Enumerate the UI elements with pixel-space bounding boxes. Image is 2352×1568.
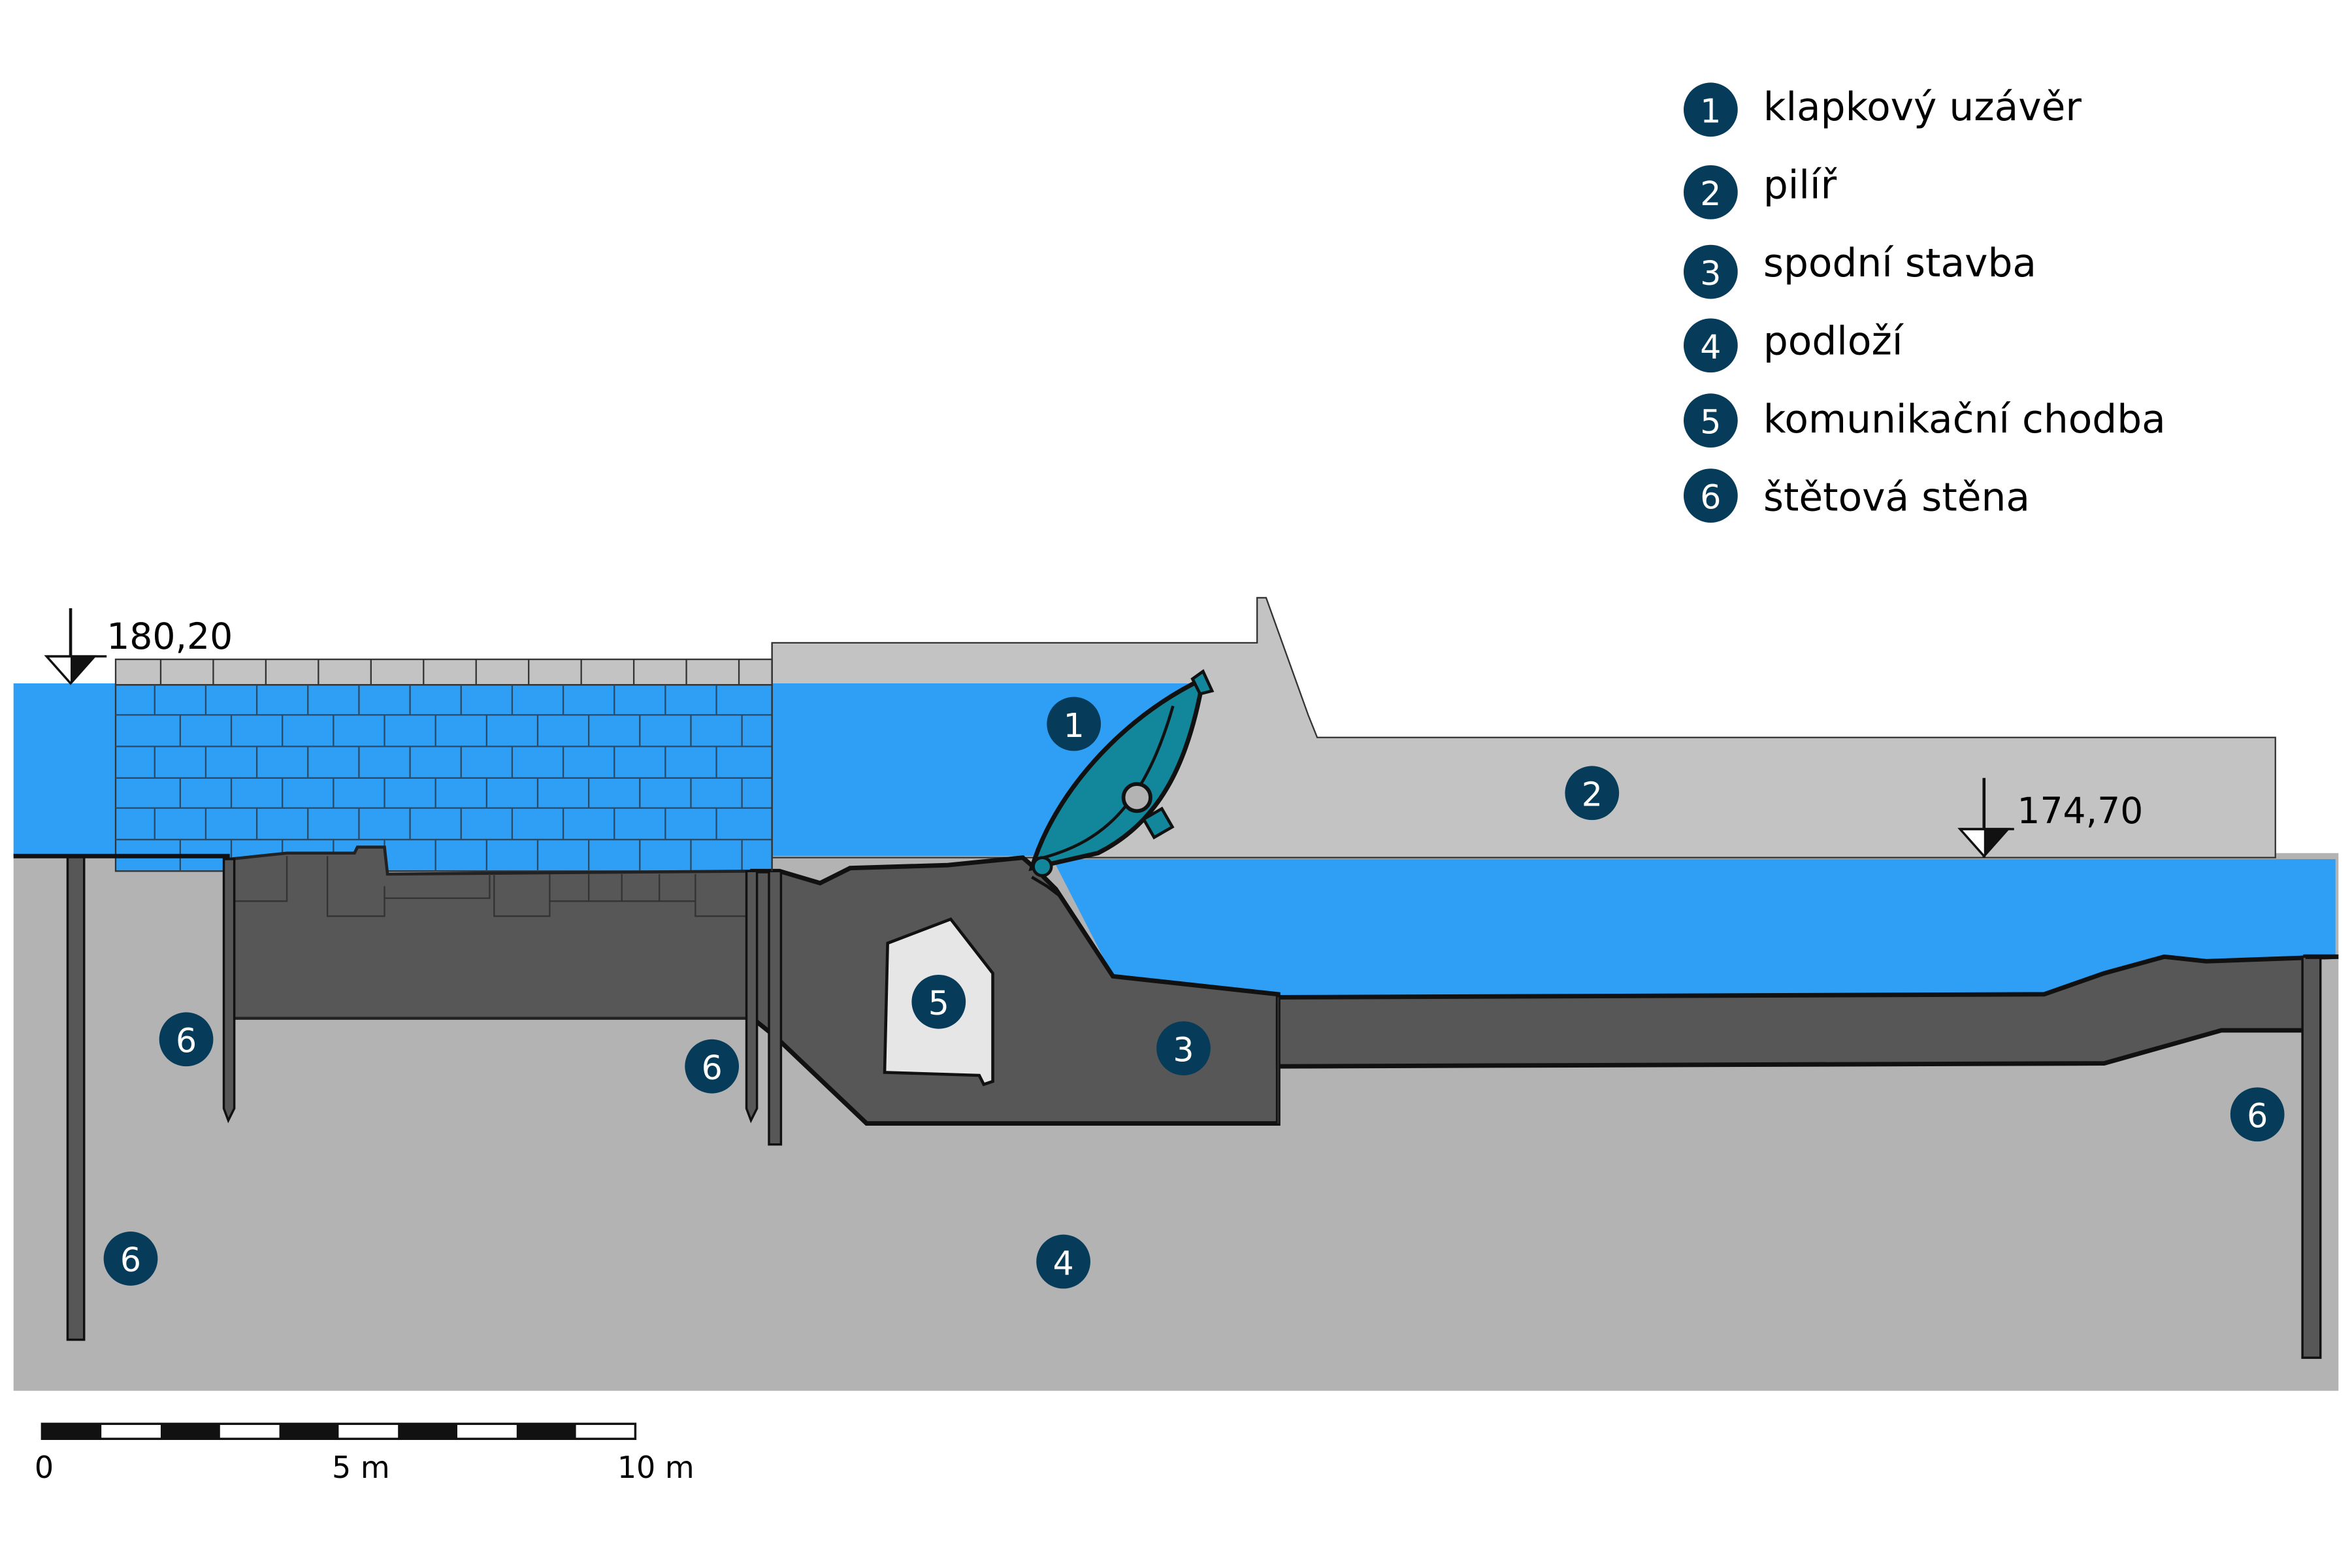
marker-subsoil: 4 xyxy=(1036,1234,1090,1289)
marker-sheet-pile-b: 6 xyxy=(685,1039,740,1094)
svg-text:5: 5 xyxy=(1700,402,1721,441)
marker-sheet-pile-d: 6 xyxy=(2230,1087,2285,1142)
sheet-pile-2 xyxy=(222,858,236,1124)
svg-text:pilíř: pilíř xyxy=(1763,163,1838,208)
downstream-water xyxy=(1053,858,2336,998)
sheet-pile-4 xyxy=(768,870,783,1146)
svg-text:6: 6 xyxy=(702,1049,723,1087)
svg-text:1: 1 xyxy=(1064,706,1085,745)
downstream-level-marker: 174,70 xyxy=(1957,777,2143,858)
scale-label-5m: 5 m xyxy=(332,1450,390,1485)
scale-label-0: 0 xyxy=(35,1450,54,1485)
legend-item-1: 1 klapkový uzávěr xyxy=(1684,82,2082,137)
flap-gate xyxy=(1028,669,1215,896)
legend-item-6: 6 štětová stěna xyxy=(1684,468,2030,523)
marker-sheet-pile-c: 6 xyxy=(103,1232,158,1286)
legend: 1 klapkový uzávěr 2 pilíř 3 spodní stavb… xyxy=(1684,82,2166,523)
legend-item-2: 2 pilíř xyxy=(1684,163,1838,220)
marker-pier: 2 xyxy=(1565,766,1620,821)
legend-item-4: 4 podloží xyxy=(1684,318,1904,373)
svg-text:3: 3 xyxy=(1700,254,1721,293)
svg-text:komunikační chodba: komunikační chodba xyxy=(1763,397,2166,442)
legend-item-5: 5 komunikační chodba xyxy=(1684,393,2166,448)
legend-item-3: 3 spodní stavba xyxy=(1684,241,2036,299)
sheet-pile-1 xyxy=(66,855,86,1341)
svg-text:6: 6 xyxy=(1700,478,1721,516)
svg-text:2: 2 xyxy=(1582,776,1603,814)
svg-text:4: 4 xyxy=(1700,328,1721,367)
coping-blocks xyxy=(114,659,773,686)
svg-text:6: 6 xyxy=(176,1022,197,1060)
svg-text:6: 6 xyxy=(120,1241,141,1279)
old-foundation xyxy=(228,845,755,1020)
svg-text:1: 1 xyxy=(1700,92,1721,131)
marker-corridor: 5 xyxy=(911,974,966,1029)
sheet-pile-5 xyxy=(2301,955,2322,1359)
downstream-level-label: 174,70 xyxy=(2017,791,2143,832)
svg-text:4: 4 xyxy=(1053,1244,1074,1282)
svg-text:spodní stavba: spodní stavba xyxy=(1763,241,2036,286)
svg-text:štětová stěna: štětová stěna xyxy=(1763,476,2030,521)
svg-text:podloží: podloží xyxy=(1763,319,1904,365)
marker-sheet-pile-a: 6 xyxy=(159,1012,214,1067)
upstream-level-marker: 180,20 xyxy=(44,608,233,685)
coping-joints xyxy=(159,659,740,685)
svg-text:2: 2 xyxy=(1700,174,1721,213)
sheet-pile-3 xyxy=(745,870,759,1124)
masonry-joints xyxy=(116,685,772,872)
svg-text:5: 5 xyxy=(928,984,949,1022)
svg-text:3: 3 xyxy=(1173,1030,1194,1069)
marker-substructure: 3 xyxy=(1156,1021,1211,1075)
scale-bar: 0 5 m 10 m xyxy=(35,1422,694,1485)
upstream-level-label: 180,20 xyxy=(106,616,233,658)
svg-text:6: 6 xyxy=(2247,1097,2268,1135)
svg-text:klapkový uzávěr: klapkový uzávěr xyxy=(1763,85,2082,130)
marker-gate: 1 xyxy=(1047,696,1102,751)
scale-label-10m: 10 m xyxy=(617,1450,694,1485)
